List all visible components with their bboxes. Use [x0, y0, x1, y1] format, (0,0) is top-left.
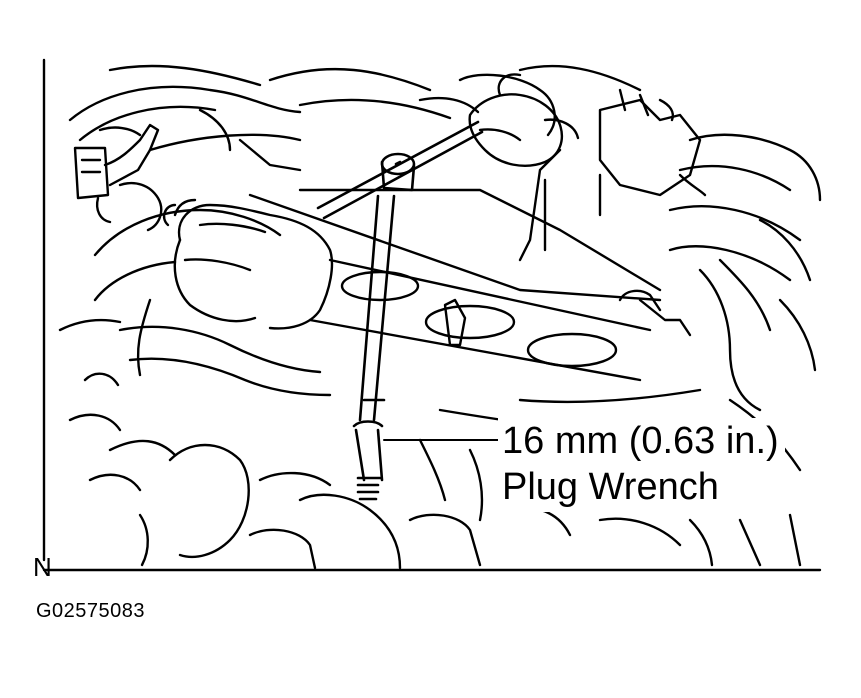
plug-wrench-callout: 16 mm (0.63 in.) Plug Wrench	[498, 418, 785, 512]
ignition-module	[518, 88, 707, 262]
left-hand	[162, 198, 334, 330]
upper-hoses	[68, 64, 642, 172]
callout-tool-name: Plug Wrench	[502, 466, 719, 508]
callout-size: 16 mm (0.63 in.)	[502, 420, 779, 462]
plug-wrench	[316, 120, 484, 501]
figure-code: G02575083	[36, 600, 146, 622]
left-connector	[73, 123, 163, 232]
right-hand	[418, 73, 580, 167]
corner-letter: N	[33, 552, 52, 582]
right-hoses	[668, 133, 822, 472]
intake-pipe	[58, 208, 332, 397]
illustration-frame	[42, 58, 822, 572]
